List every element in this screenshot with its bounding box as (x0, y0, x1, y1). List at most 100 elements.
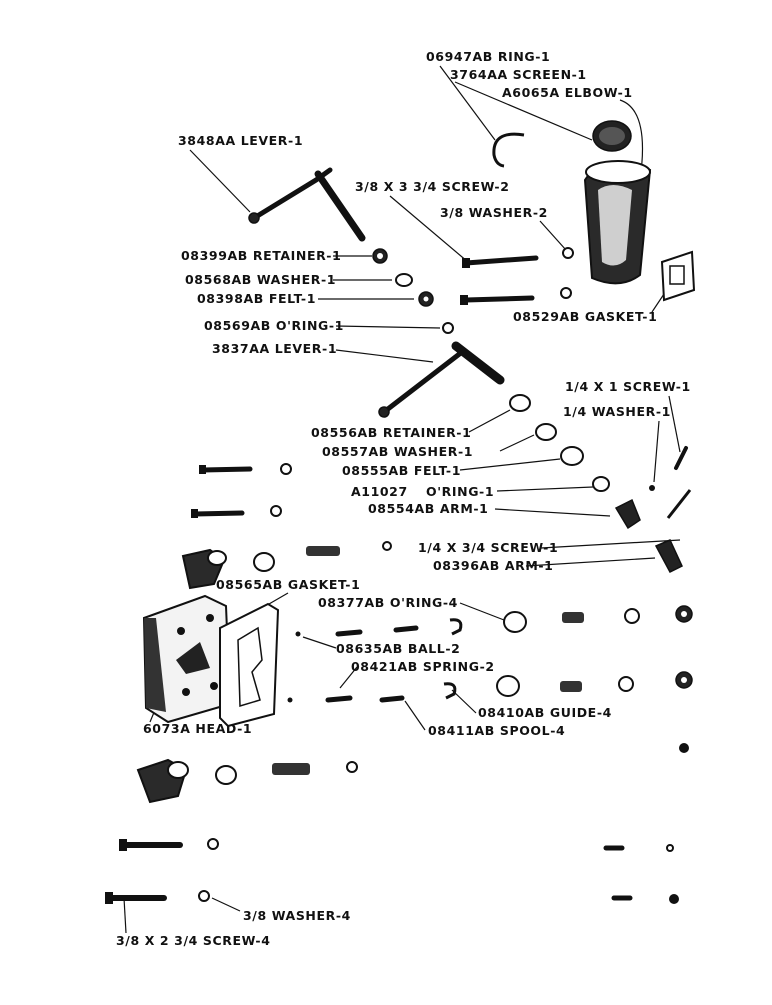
washer-38-a (562, 247, 574, 259)
leader-arm-08396ab (525, 557, 656, 567)
label-gasket-08529ab: 08529AB GASKET-1 (513, 309, 657, 324)
screw-bottom-1-head (119, 839, 127, 851)
leader-lines (123, 65, 681, 934)
head-6073a-side (144, 618, 166, 712)
label-lever-3848aa: 3848AA LEVER-1 (178, 133, 303, 148)
head-6073a-port (176, 642, 210, 674)
spring-upper (306, 546, 340, 556)
plug-right-a (624, 608, 640, 624)
label-washer-08568ab: 08568AB WASHER-1 (185, 272, 336, 287)
gasket-08529ab-hole (669, 265, 685, 285)
label-oring-08377ab: 08377AB O'RING-4 (318, 595, 458, 610)
label-screw-38x234: 3/8 X 2 3/4 SCREW-4 (116, 933, 271, 948)
spool-08411ab-a (393, 625, 419, 633)
leader-spool-08411ab (404, 700, 426, 731)
leader-ball-08635ab (302, 636, 337, 649)
label-guide-08410ab: 08410AB GUIDE-4 (478, 705, 612, 720)
leader-screen (454, 81, 593, 141)
washer-38-4-part (198, 890, 210, 902)
screw-left-1 (200, 466, 253, 473)
ball-upper (382, 541, 392, 551)
ring-part (492, 132, 525, 168)
washer-38-b (560, 287, 572, 299)
cap-right-c (679, 743, 689, 753)
leader-washer-08557ab (499, 434, 535, 452)
felt-08555ab-part (560, 446, 584, 466)
gasket-ring-upper (253, 552, 275, 572)
lower-assembly (105, 758, 679, 904)
spring-08421ab-a (335, 629, 363, 637)
leader-screw-38x234 (123, 897, 127, 934)
label-washer-14: 1/4 WASHER-1 (563, 404, 671, 419)
leader-washer-38-4 (211, 897, 241, 912)
label-oring-a11027-name: O'RING-1 (426, 484, 494, 499)
leader-guide-08410ab (451, 689, 477, 714)
oring-08377ab-a (503, 611, 527, 633)
leader-washer-38-2 (539, 220, 567, 251)
screw-14x34-part (666, 489, 692, 519)
label-retainer-08556ab: 08556AB RETAINER-1 (311, 425, 471, 440)
label-screw-14x34: 1/4 X 3/4 SCREW-1 (418, 540, 558, 555)
leader-screw-14x1 (668, 395, 681, 453)
leader-retainer-08556ab (468, 409, 511, 433)
leader-washer-14 (653, 420, 660, 483)
lever-3848aa-arm (251, 167, 333, 221)
head-hole-2 (206, 614, 214, 622)
head-assembly (142, 594, 693, 753)
washer-bottom-1 (207, 838, 219, 850)
leader-ring (439, 65, 496, 141)
fitting-upper-opening (207, 550, 227, 566)
washer-left-2 (270, 505, 282, 517)
label-oring-08569ab: 08569AB O'RING-1 (204, 318, 344, 333)
screen-mesh (599, 127, 625, 145)
screw-38x334-a (463, 255, 539, 266)
cap-right-b-hole (681, 677, 687, 683)
label-ball-08635ab: 08635AB BALL-2 (336, 641, 460, 656)
washer-bottom-right-b (669, 894, 679, 904)
oring-08569ab-part (442, 322, 454, 334)
label-felt-08398ab: 08398AB FELT-1 (197, 291, 316, 306)
label-screen-3764aa: 3764AA SCREEN-1 (450, 67, 587, 82)
spring-right-a (562, 612, 584, 623)
upper-assembly (248, 120, 696, 573)
label-washer-38-4: 3/8 WASHER-4 (243, 908, 351, 923)
lever-3848aa-eye (248, 212, 260, 224)
leader-lever-3837aa (335, 349, 434, 363)
retainer-08399ab-hole (377, 253, 383, 259)
arm-08554ab-part (614, 498, 641, 530)
head-hole-1 (177, 627, 185, 635)
gasket-ring-lower (215, 765, 237, 785)
oring-a11027-part (592, 476, 610, 492)
screw-38x334-b (463, 295, 535, 303)
washer-08568ab-part (395, 273, 413, 287)
label-arm-08554ab: 08554AB ARM-1 (368, 501, 488, 516)
label-felt-08555ab: 08555AB FELT-1 (342, 463, 461, 478)
label-screw-38x334: 3/8 X 3 3/4 SCREW-2 (355, 179, 510, 194)
label-screw-14x1: 1/4 X 1 SCREW-1 (565, 379, 691, 394)
guide-08410ab-b (443, 682, 457, 700)
leader-screw-14x34 (540, 539, 681, 549)
label-retainer-08399ab: 08399AB RETAINER-1 (181, 248, 341, 263)
screw-38x234-head (105, 892, 113, 904)
spool-08411ab-b (379, 695, 405, 703)
lever-3848aa-shaft (314, 170, 366, 242)
label-head-6073a: 6073A HEAD-1 (143, 721, 252, 736)
label-elbow-a6065a: A6065A ELBOW-1 (502, 85, 633, 100)
gasket-08565ab-cutout (237, 626, 263, 707)
leader-oring-a11027 (496, 486, 594, 492)
label-washer-08557ab: 08557AB WASHER-1 (322, 444, 473, 459)
screw-left-2 (192, 510, 245, 517)
screw-38x334-b-head (460, 295, 468, 305)
label-oring-a11027-code: A11027 (351, 484, 408, 499)
label-ring-06947ab: 06947AB RING-1 (426, 49, 550, 64)
leader-arm-08554ab (494, 508, 611, 517)
washer-08557ab-part (535, 423, 557, 441)
oring-08377ab-b (496, 675, 520, 697)
label-gasket-08565ab: 08565AB GASKET-1 (216, 577, 360, 592)
ball-08635ab-b (287, 697, 293, 703)
label-washer-38-2: 3/8 WASHER-2 (440, 205, 548, 220)
leader-screw-38x334 (389, 195, 469, 263)
retainer-08556ab-part (509, 394, 531, 412)
